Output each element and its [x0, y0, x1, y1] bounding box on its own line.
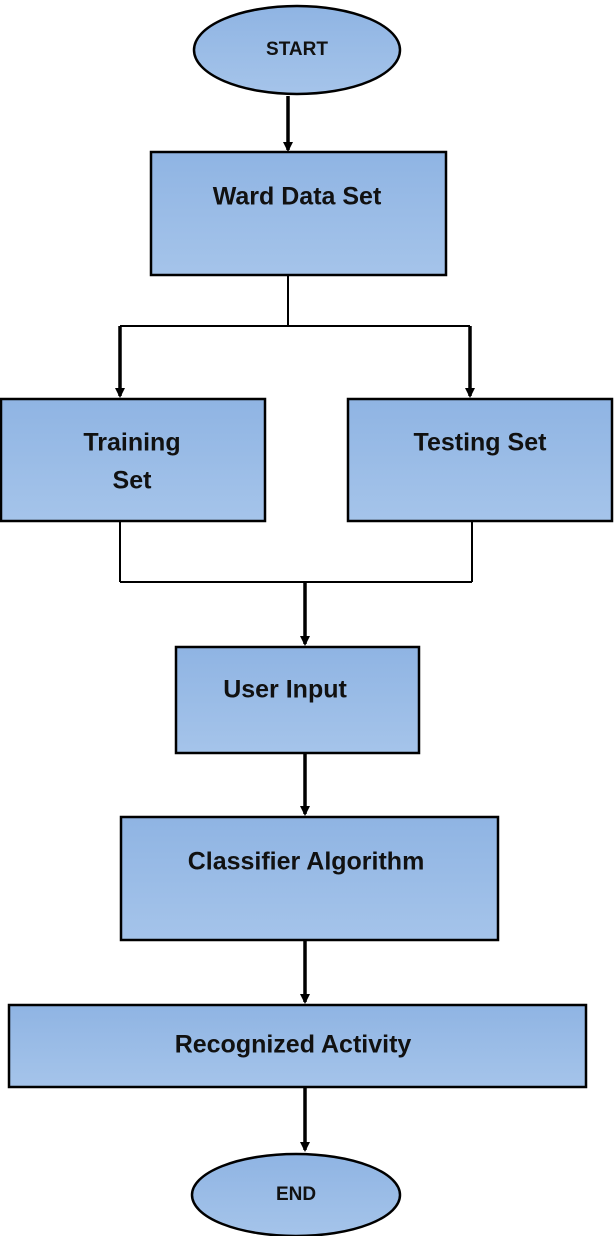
training-set-label-line1: Training	[83, 429, 180, 457]
training-set-node: Training Set	[0, 397, 267, 523]
user-input-label: User Input	[223, 676, 347, 704]
classifier-algorithm-label: Classifier Algorithm	[188, 848, 425, 876]
ward-data-set-label: Ward Data Set	[213, 183, 382, 211]
start-node: START	[192, 4, 402, 96]
user-input-node: User Input	[174, 645, 421, 755]
training-set-label-line2: Set	[113, 467, 153, 495]
ward-data-set-node: Ward Data Set	[149, 150, 448, 277]
end-node: END	[190, 1152, 402, 1236]
testing-set-node: Testing Set	[346, 397, 614, 523]
start-label: START	[266, 39, 328, 60]
testing-set-label: Testing Set	[414, 429, 548, 457]
recognized-activity-label: Recognized Activity	[175, 1031, 412, 1059]
end-label: END	[276, 1184, 316, 1205]
classifier-algorithm-node: Classifier Algorithm	[119, 815, 500, 942]
connectors	[115, 96, 475, 1152]
recognized-activity-node: Recognized Activity	[7, 1003, 588, 1089]
